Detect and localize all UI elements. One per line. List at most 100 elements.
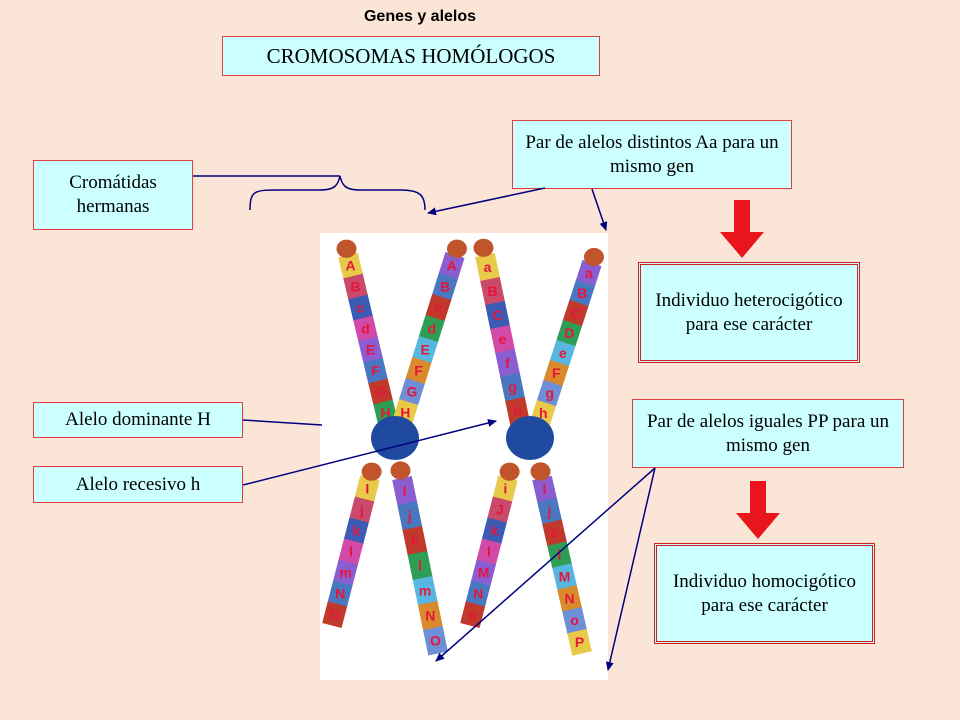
- allele-band: [543, 359, 570, 387]
- allele-band: [322, 601, 348, 628]
- allele-label: I: [543, 481, 547, 497]
- allele-band: [549, 339, 576, 367]
- allele-label: H: [380, 405, 390, 421]
- allele-band: [343, 273, 368, 300]
- arrow-alelo-recesivo: [242, 419, 497, 486]
- allele-label: g: [508, 379, 517, 395]
- red-arrow-heterocigotico: [720, 200, 764, 258]
- allele-label: A: [345, 258, 355, 274]
- allele-label: B: [577, 285, 587, 301]
- allele-band: [460, 601, 486, 628]
- allele-band: [492, 475, 518, 502]
- allele-band: [327, 580, 353, 607]
- allele-band: [557, 585, 582, 612]
- allele-band: [485, 300, 510, 330]
- allele-band: [354, 475, 380, 502]
- allele-label: O: [329, 607, 340, 623]
- allele-band: [338, 538, 364, 565]
- allele-label: i: [503, 481, 507, 497]
- allele-label: G: [375, 384, 386, 400]
- allele-band: [562, 607, 587, 634]
- chromosome-svg: ABcdEFGHABcdEFGHIjklmNOIjklmNOaBCefghaBC…: [322, 238, 604, 656]
- allele-label: M: [559, 568, 571, 584]
- allele-band: [471, 559, 496, 586]
- brace-cromatidas: [249, 175, 426, 211]
- allele-label: J: [496, 502, 504, 518]
- allele-label: l: [418, 558, 422, 574]
- label-par-iguales: Par de alelos iguales PP para un mismo g…: [632, 399, 904, 468]
- title-box: CROMOSOMAS HOMÓLOGOS: [222, 36, 600, 76]
- line-alelo-dominante: [242, 419, 323, 426]
- allele-band: [363, 357, 388, 384]
- allele-label: h: [539, 405, 548, 421]
- allele-label: e: [559, 345, 567, 361]
- allele-band: [392, 475, 418, 506]
- allele-label: P: [575, 634, 584, 650]
- allele-label: C: [492, 307, 502, 323]
- allele-label: O: [430, 633, 441, 649]
- allele-label: F: [371, 363, 380, 379]
- allele-label: A: [447, 258, 457, 274]
- allele-band: [353, 315, 378, 342]
- label-heterocigotico-text: Individuo heterocigótico para ese caráct…: [655, 289, 843, 335]
- allele-label: I: [403, 483, 407, 499]
- allele-label: d: [428, 321, 437, 337]
- allele-label: d: [361, 321, 370, 337]
- allele-label: c: [357, 300, 365, 316]
- allele-band: [481, 517, 507, 544]
- label-homocigotico: Individuo homocigótico para ese carácter: [654, 543, 875, 644]
- allele-band: [552, 563, 577, 591]
- red-arrow-homocigotico: [736, 481, 780, 539]
- allele-band: [480, 276, 505, 306]
- allele-band: [425, 293, 452, 322]
- allele-band: [418, 314, 445, 343]
- allele-band: [417, 600, 443, 631]
- allele-band: [407, 550, 433, 581]
- allele-band: [398, 377, 425, 406]
- allele-band: [569, 279, 596, 307]
- allele-band: [547, 541, 572, 569]
- allele-label: H: [400, 405, 410, 421]
- allele-band: [348, 294, 373, 321]
- allele-band: [338, 252, 363, 279]
- allele-band: [575, 259, 602, 287]
- allele-band: [487, 496, 513, 523]
- allele-band: [423, 625, 448, 656]
- allele-band: [412, 335, 439, 364]
- allele-label: o: [570, 612, 579, 628]
- label-alelo-recesivo-text: Alelo recesivo h: [75, 473, 201, 495]
- allele-label: k: [551, 525, 559, 541]
- allele-band: [402, 525, 428, 556]
- allele-band: [343, 517, 369, 544]
- label-cromatidas: Cromátidas hermanas: [33, 160, 193, 230]
- allele-label: m: [419, 583, 431, 599]
- allele-band: [567, 628, 592, 656]
- label-alelo-recesivo: Alelo recesivo h: [33, 466, 243, 503]
- allele-label: o: [468, 607, 477, 623]
- label-par-distintos-text: Par de alelos distintos Aa para un mismo…: [525, 131, 779, 177]
- allele-band: [405, 356, 432, 385]
- allele-band: [333, 559, 358, 586]
- telomere-cap: [361, 462, 382, 481]
- topic-heading: Genes y alelos: [363, 8, 477, 25]
- allele-label: m: [339, 565, 351, 581]
- arrow-par-distintos-right: [591, 188, 608, 231]
- allele-band: [562, 299, 589, 327]
- allele-label: j: [547, 503, 552, 519]
- allele-label: M: [478, 565, 490, 581]
- allele-band: [556, 319, 583, 347]
- allele-label: c: [435, 300, 443, 316]
- allele-label: h: [513, 403, 522, 419]
- allele-label: a: [484, 259, 492, 275]
- allele-band: [476, 538, 502, 565]
- telomere-cap: [336, 239, 357, 258]
- allele-label: B: [350, 279, 360, 295]
- allele-label: N: [473, 586, 483, 602]
